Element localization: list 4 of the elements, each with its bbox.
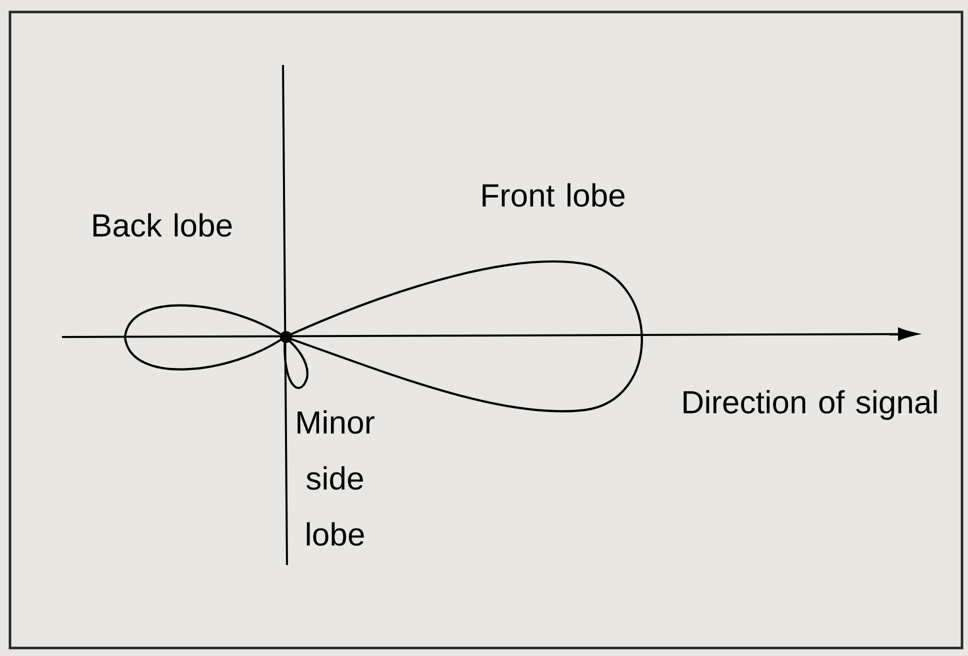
pattern-label: Front lobe: [482, 183, 624, 207]
pattern-label: Direction of signal: [684, 390, 937, 420]
pattern-label: Minor side lobe: [298, 410, 374, 546]
pattern-label: Back lobe: [93, 213, 232, 237]
